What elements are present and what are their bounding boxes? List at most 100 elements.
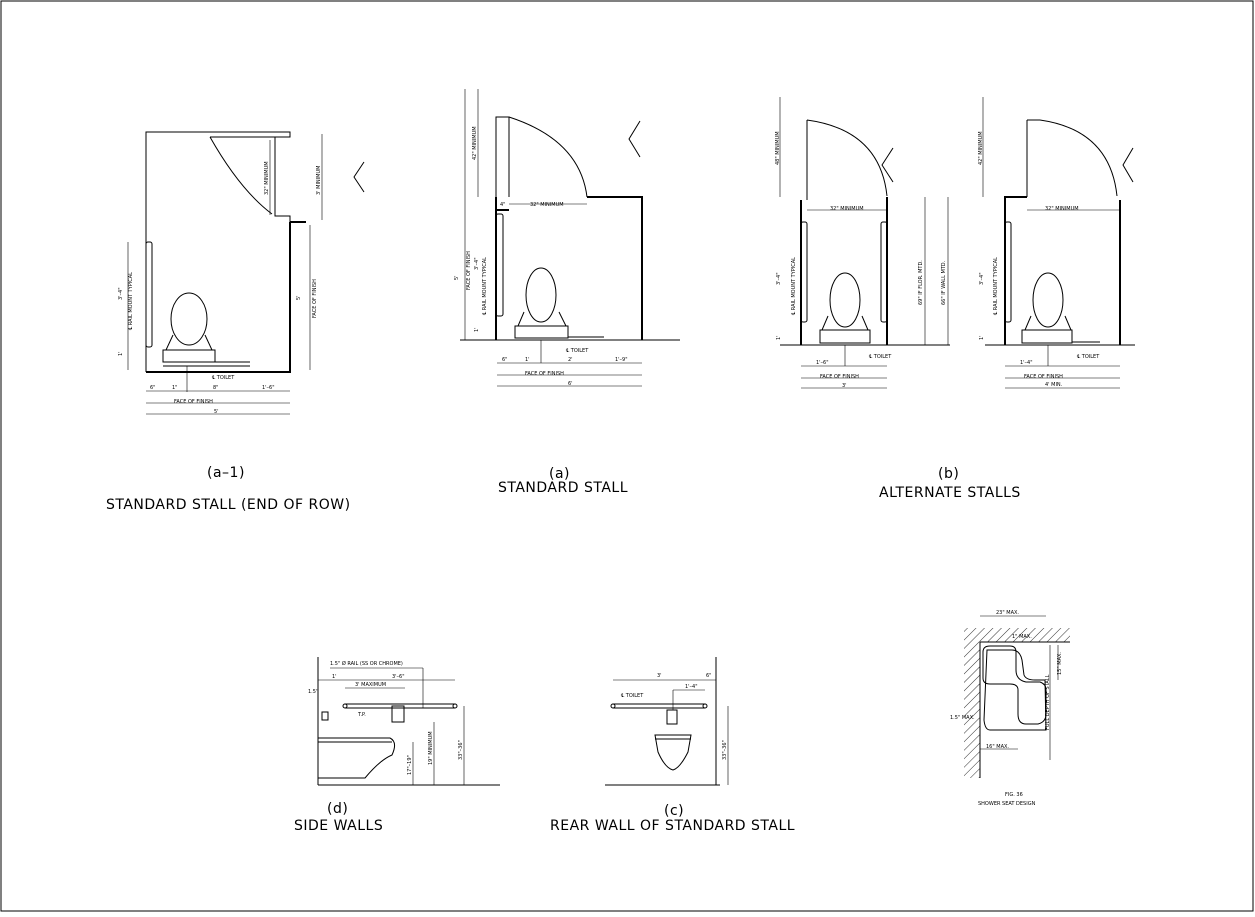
elevation-d: 1.5" Ø RAIL (SS OR CHROME) 1' 3'–6" 3' M…	[308, 657, 500, 786]
dim-door-depth: 3' MINIMUM	[316, 166, 322, 195]
rail-mount-note: ℄ RAIL MOUNT TYPICAL	[993, 257, 999, 315]
toilet-centerline: ℄ TOILET	[869, 354, 892, 360]
dim-door-min: 32" MINIMUM	[264, 161, 270, 195]
dim-d1: 1'–4"	[1020, 360, 1033, 366]
face-of-finish: FACE OF FINISH	[1024, 374, 1063, 380]
rail-mount-note: ℄ RAIL MOUNT TYPICAL	[791, 257, 797, 315]
grab-bar	[145, 241, 153, 348]
seat-shape	[983, 649, 1047, 731]
plan-a1: 3'–4" ℄ RAIL MOUNT TYPICAL 1' 32" MINIMU…	[118, 131, 365, 415]
plan-b-left: 48" MINIMUM 32" MINIMUM 3'–4" ℄ RAIL MOU…	[775, 97, 950, 389]
shower-seat: 23" MAX. 1" MAX. 15" MAX. FULL DEPTH OF …	[950, 610, 1070, 778]
dim-d3: 8"	[213, 385, 218, 391]
dim-width: 3'	[842, 383, 847, 389]
toilet-paper-holder	[391, 705, 405, 723]
elevation-c: 3' 6" 1'–4" ℄ TOILET 33"–36"	[605, 657, 729, 786]
door-swing-arc	[806, 119, 888, 197]
face-of-finish: FACE OF FINISH	[174, 399, 213, 405]
caption-d-title: SIDE WALLS	[294, 818, 383, 834]
toilet	[162, 292, 250, 367]
dim-d1: 1'–6"	[816, 360, 829, 366]
dim-1-5-max: 1.5" MAX.	[950, 715, 975, 721]
dim-max: 3' MAXIMUM	[355, 682, 386, 688]
dim-rail-height: 3'–4"	[474, 257, 480, 270]
dim-rail-height: 3'–4"	[118, 287, 124, 300]
direction-chevron	[628, 120, 641, 158]
dim-wall-mtd: 66" IF WALL MTD.	[941, 260, 947, 305]
dim-door-min: 32" MINIMUM	[830, 206, 864, 212]
caption-a1-id: (a–1)	[207, 465, 245, 481]
dim-rail-low: 1'	[776, 335, 782, 340]
dim-rail-low: 1'	[474, 327, 480, 332]
caption-c-id: (c)	[664, 803, 684, 819]
dim-floor-mtd: 69" IF FLOR. MTD.	[918, 260, 924, 305]
grab-bar	[1004, 221, 1012, 323]
dim-door-min: 32" MINIMUM	[1045, 206, 1079, 212]
face-of-finish-side: FACE OF FINISH	[466, 251, 472, 290]
dim-d1: 1'	[332, 674, 337, 680]
caption-b-title: ALTERNATE STALLS	[879, 485, 1021, 501]
grab-bar	[495, 213, 504, 317]
dim-1-max: 1" MAX.	[1012, 634, 1032, 640]
plan-a: 42" MINIMUM 4" 32" MINIMUM FACE OF FINIS…	[454, 89, 680, 387]
dim-d4: 1'–6"	[262, 385, 275, 391]
fig-title: SHOWER SEAT DESIGN	[978, 801, 1036, 807]
dim-rail-hgt: 33"–36"	[722, 740, 728, 760]
dim-48-min: 48" MINIMUM	[775, 131, 781, 165]
tp-label: T.P.	[357, 712, 366, 718]
toilet	[819, 272, 871, 344]
rail-mount-note: ℄ RAIL MOUNT TYPICAL	[482, 257, 488, 315]
full-depth-of-stall: FULL DEPTH OF STALL	[1045, 674, 1051, 730]
caption-d-id: (d)	[327, 801, 348, 817]
dim-16-max: 16" MAX.	[986, 744, 1009, 750]
dim-d3: 1.5"	[308, 689, 318, 695]
dim-rail-low: 1'	[118, 351, 124, 356]
direction-chevron	[1122, 147, 1134, 183]
door-swing-arc	[209, 136, 273, 215]
dim-42-min: 42" MINIMUM	[978, 131, 984, 165]
face-of-finish: FACE OF FINISH	[820, 374, 859, 380]
flush-valve	[321, 711, 329, 721]
dim-d5: 1'–9"	[615, 357, 628, 363]
caption-a1-title: STANDARD STALL (END OF ROW)	[106, 497, 351, 513]
dim-d3: 1'–4"	[685, 684, 698, 690]
plan-b-right: 42" MINIMUM 32" MINIMUM 3'–4" ℄ RAIL MOU…	[978, 97, 1135, 389]
dim-d2: 6"	[706, 673, 711, 679]
toilet	[514, 267, 604, 339]
dim-rail-low: 1'	[979, 335, 985, 340]
dim-d1: 3'	[657, 673, 662, 679]
direction-chevron	[881, 147, 894, 183]
grab-bar-right	[880, 221, 888, 323]
toilet-centerline: ℄ TOILET	[212, 375, 235, 381]
dim-d2: 1"	[172, 385, 177, 391]
dim-depth: 5'	[454, 275, 460, 280]
dim-rail-hgt: 33"–36"	[458, 740, 464, 760]
caption-b-id: (b)	[938, 466, 959, 482]
dim-4: 4"	[500, 202, 505, 208]
caption-a-id: (a)	[549, 466, 570, 482]
toilet-centerline: ℄ TOILET	[566, 348, 589, 354]
dim-d2: 1'	[525, 357, 530, 363]
flush-valve	[666, 709, 678, 725]
toilet-side	[317, 737, 396, 779]
dim-depth: 5'	[296, 295, 302, 300]
dim-42-min: 42" MINIMUM	[472, 126, 478, 160]
dim-rail-height: 3'–4"	[979, 272, 985, 285]
dim-seat: 17"–19"	[407, 755, 413, 775]
dim-19-min: 19" MINIMUM	[428, 731, 434, 765]
face-of-finish: FACE OF FINISH	[525, 371, 564, 377]
caption-a-title: STANDARD STALL	[498, 480, 628, 496]
fig-id: FIG. 36	[1005, 792, 1023, 798]
toilet-centerline: ℄ TOILET	[1077, 354, 1100, 360]
dim-d2: 3'–6"	[392, 674, 405, 680]
dim-d1: 6"	[502, 357, 507, 363]
rail-note: 1.5" Ø RAIL (SS OR CHROME)	[330, 660, 403, 667]
dim-d1: 6"	[150, 385, 155, 391]
dim-width: 4' MIN.	[1045, 382, 1063, 388]
seat-outline	[982, 645, 1047, 725]
dim-width: 5'	[214, 409, 219, 415]
toilet-centerline: ℄ TOILET	[621, 693, 644, 699]
